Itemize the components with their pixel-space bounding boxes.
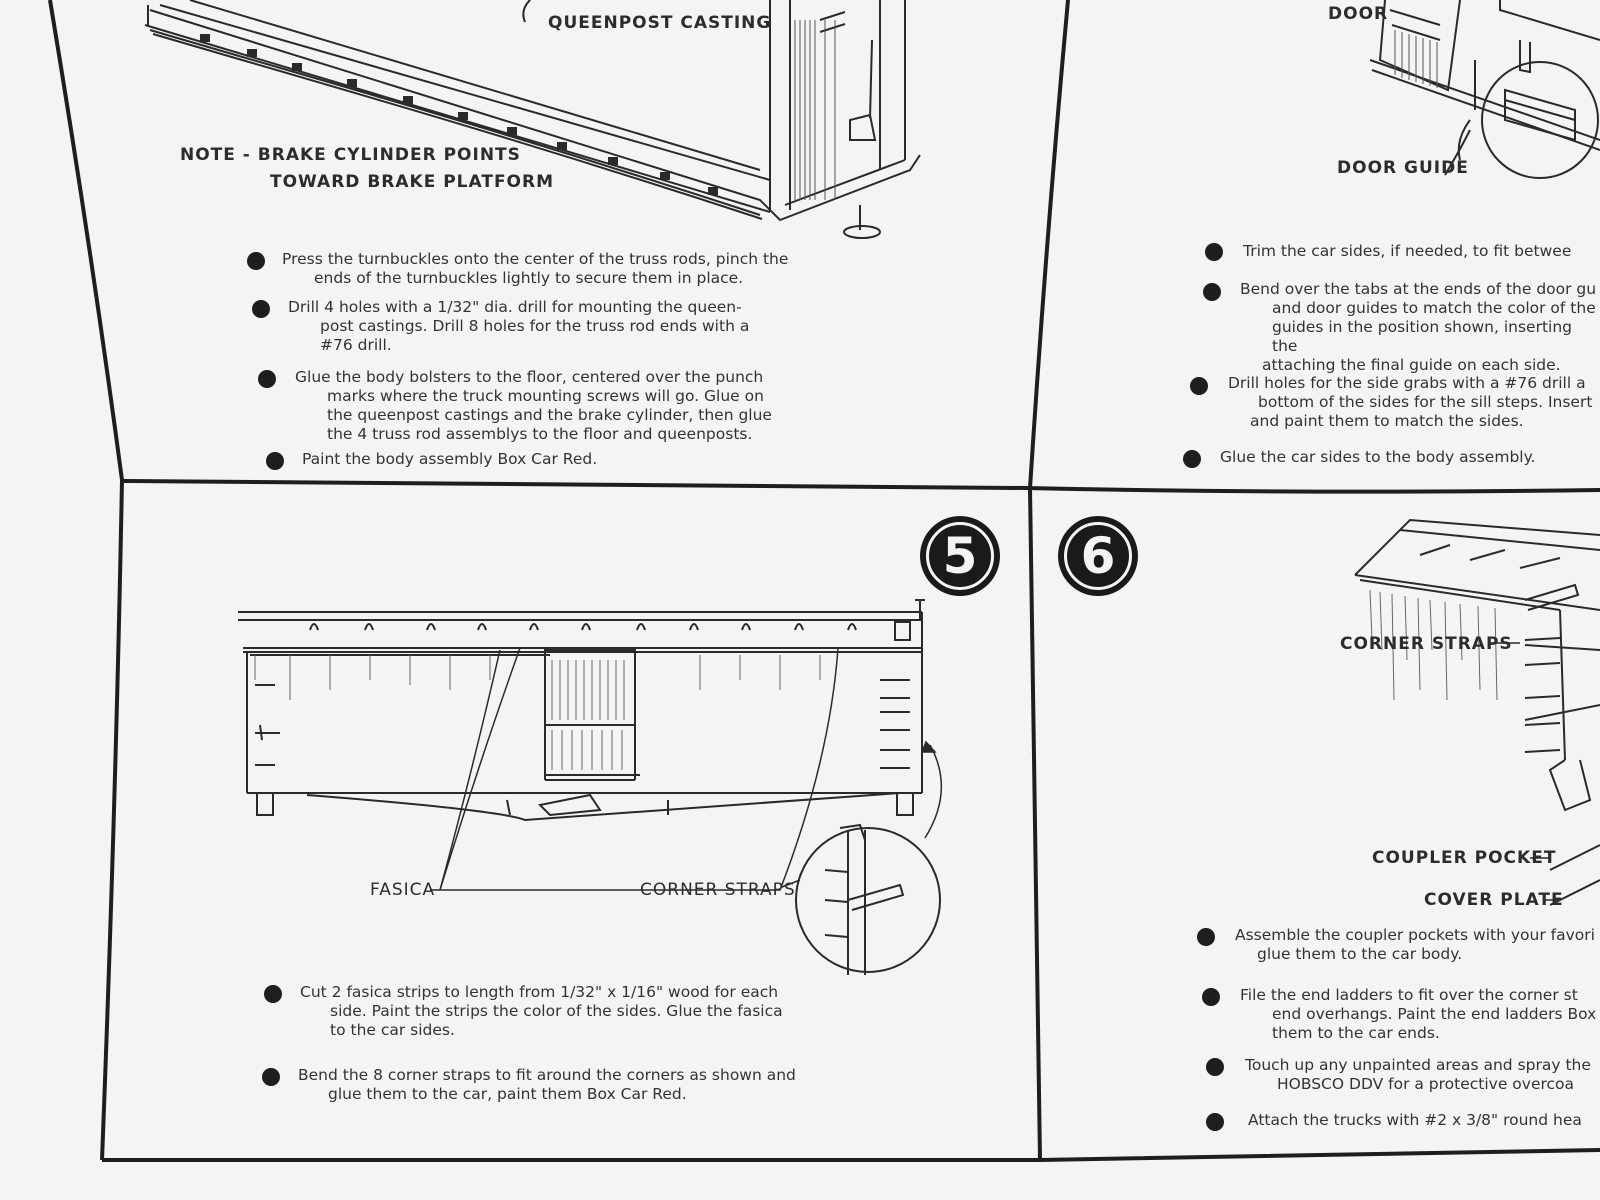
instruction-br-1: Assemble the coupler pockets with your f… <box>1235 926 1595 963</box>
coupler-pocket-label: COUPLER POCKET <box>1372 848 1557 868</box>
instruction-br-3: Touch up any unpainted areas and spray t… <box>1245 1056 1591 1093</box>
door-guide-label: DOOR GUIDE <box>1337 158 1469 178</box>
callout-leaders <box>430 647 943 891</box>
step-5-badge: 5 <box>920 516 1000 596</box>
corner-straps-label-right: CORNER STRAPS <box>1340 634 1513 654</box>
corner-strap-detail <box>795 823 941 975</box>
bullet <box>1197 928 1215 946</box>
bullet <box>252 300 270 318</box>
queenpost-casting-label: QUEENPOST CASTING <box>548 13 772 33</box>
instruction-tr-3: Drill holes for the side grabs with a #7… <box>1228 374 1593 430</box>
bullet <box>1206 1058 1224 1076</box>
door-label: DOOR <box>1328 4 1389 24</box>
door-hatch <box>254 655 821 770</box>
instruction-tl-1: Press the turnbuckles onto the center of… <box>282 250 789 287</box>
bullet <box>264 985 282 1003</box>
underframe-drawing <box>144 0 921 239</box>
bullet <box>1202 988 1220 1006</box>
label-dashes <box>1491 642 1560 901</box>
instruction-tl-4: Paint the body assembly Box Car Red. <box>302 450 598 468</box>
fasica-label: FASICA <box>370 880 436 900</box>
instruction-tr-4: Glue the car sides to the body assembly. <box>1220 448 1536 466</box>
car-end-drawing <box>1354 518 1600 906</box>
bullet <box>262 1068 280 1086</box>
bullet <box>247 252 265 270</box>
bullet <box>1190 377 1208 395</box>
cover-plate-label: COVER PLATE <box>1424 890 1564 910</box>
door-drawing <box>1369 0 1600 179</box>
instruction-tr-1: Trim the car sides, if needed, to fit be… <box>1243 242 1572 260</box>
step-6-badge: 6 <box>1058 516 1138 596</box>
bullet <box>266 452 284 470</box>
instruction-bl-2: Bend the 8 corner straps to fit around t… <box>298 1066 796 1103</box>
boxcar-side-drawing <box>238 599 925 822</box>
step-5-number: 5 <box>942 527 978 585</box>
bullet <box>1206 1113 1224 1131</box>
instruction-tl-3: Glue the body bolsters to the floor, cen… <box>295 368 772 443</box>
turnbuckle-marks <box>200 34 718 195</box>
instruction-bl-1: Cut 2 fasica strips to length from 1/32"… <box>300 983 783 1039</box>
instruction-tr-2: Bend over the tabs at the ends of the do… <box>1240 280 1597 374</box>
corner-straps-label: CORNER STRAPS <box>640 880 796 900</box>
bullet <box>1205 243 1223 261</box>
bullet <box>1203 283 1221 301</box>
bullet <box>1183 450 1201 468</box>
roof-walk-bumps <box>309 623 857 631</box>
note-line-2: TOWARD BRAKE PLATFORM <box>270 172 555 192</box>
end-hatch <box>1369 589 1498 701</box>
note-line-1: NOTE - BRAKE CYLINDER POINTS <box>180 145 521 165</box>
hatch-lines <box>794 20 836 200</box>
bullet <box>258 370 276 388</box>
instruction-br-4: Attach the trucks with #2 x 3/8" round h… <box>1248 1111 1582 1129</box>
instruction-br-2: File the end ladders to fit over the cor… <box>1240 986 1597 1042</box>
instruction-tl-2: Drill 4 holes with a 1/32" dia. drill fo… <box>288 298 750 354</box>
corner-strap-marks <box>255 679 910 769</box>
step-6-number: 6 <box>1080 527 1116 585</box>
